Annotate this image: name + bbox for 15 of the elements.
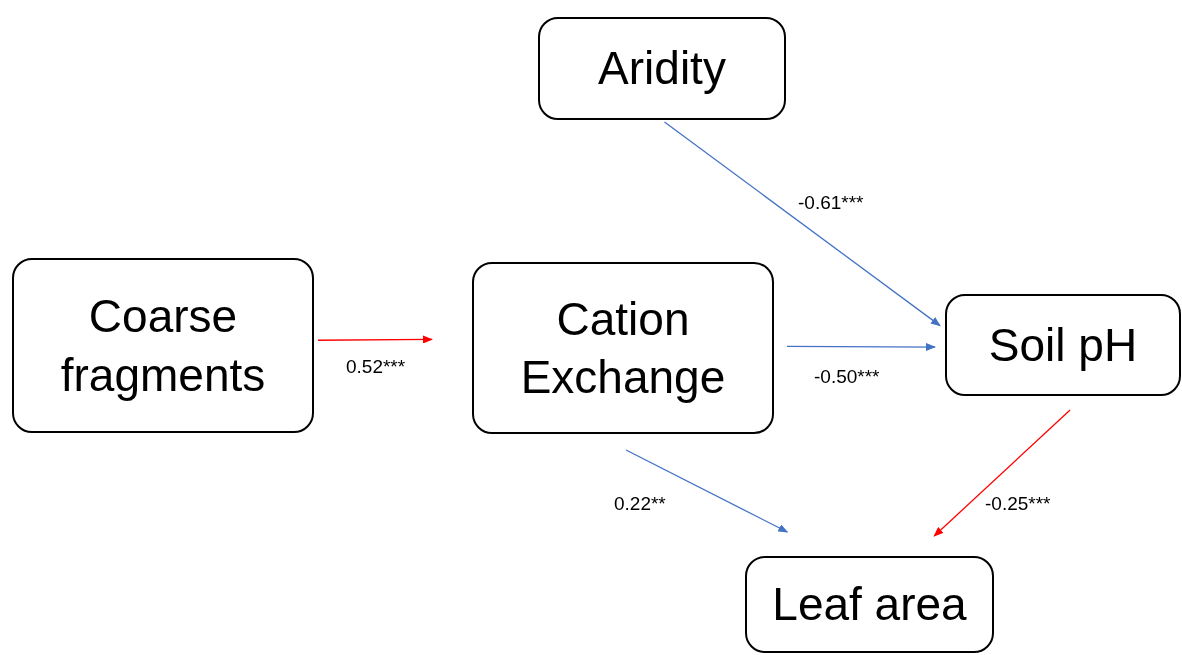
variable-name: Cation Exchange bbox=[519, 291, 727, 405]
arrow bbox=[317, 335, 433, 344]
variable-box bbox=[12, 258, 314, 433]
arrow bbox=[663, 121, 941, 327]
variable-name: Aridity bbox=[598, 41, 726, 97]
arrow bbox=[625, 449, 789, 533]
variable-box bbox=[945, 294, 1181, 396]
arrow bbox=[786, 343, 936, 351]
arrow bbox=[933, 409, 1071, 537]
variable-name: Coarse fragments bbox=[59, 289, 267, 403]
variable-box bbox=[472, 262, 774, 434]
variable-name: Soil pH bbox=[988, 317, 1138, 373]
variable-box bbox=[745, 556, 994, 653]
variable-name: Leaf area bbox=[772, 577, 967, 633]
variable-box bbox=[538, 17, 786, 120]
